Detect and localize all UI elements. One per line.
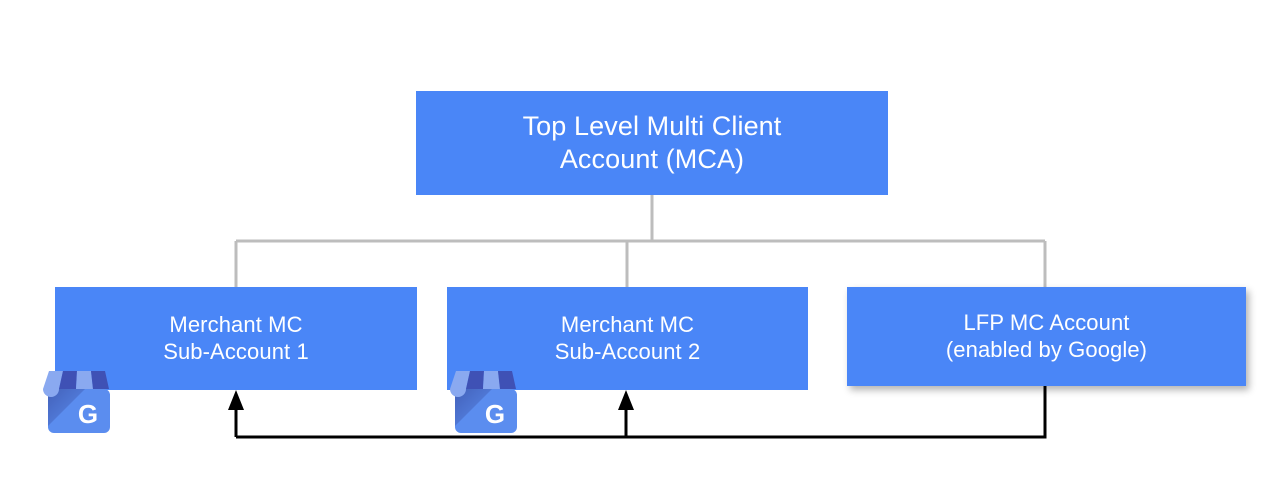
feedback-connectors <box>234 386 1047 439</box>
storefront-g-letter: G <box>78 399 98 429</box>
storefront-awning <box>450 371 516 397</box>
node-top-level-mca[interactable]: Top Level Multi Client Account (MCA) <box>416 91 888 195</box>
google-my-business-storefront-icon: G <box>450 371 517 433</box>
node-lfp-mc-account-label: LFP MC Account (enabled by Google) <box>945 309 1148 362</box>
node-merchant-sub-account-1[interactable]: Merchant MC Sub-Account 1 <box>55 287 417 390</box>
tree-connectors <box>234 195 1047 287</box>
storefront-shadow <box>48 389 85 426</box>
storefront-awning <box>43 371 109 397</box>
arrowhead-sub1 <box>228 390 244 410</box>
google-my-business-storefront-icon: G <box>43 371 110 433</box>
feedback-arrowheads <box>228 390 634 410</box>
storefront-shadow <box>455 389 492 426</box>
arrowhead-sub2 <box>618 390 634 410</box>
edge-lfp-feedback-bus <box>236 386 1047 439</box>
node-merchant-sub-account-2-label: Merchant MC Sub-Account 2 <box>554 311 701 364</box>
node-merchant-sub-account-1-label: Merchant MC Sub-Account 1 <box>163 311 309 364</box>
storefront-g-letter: G <box>485 399 505 429</box>
node-top-level-mca-label: Top Level Multi Client Account (MCA) <box>522 111 782 174</box>
node-lfp-mc-account[interactable]: LFP MC Account (enabled by Google) <box>847 287 1246 386</box>
